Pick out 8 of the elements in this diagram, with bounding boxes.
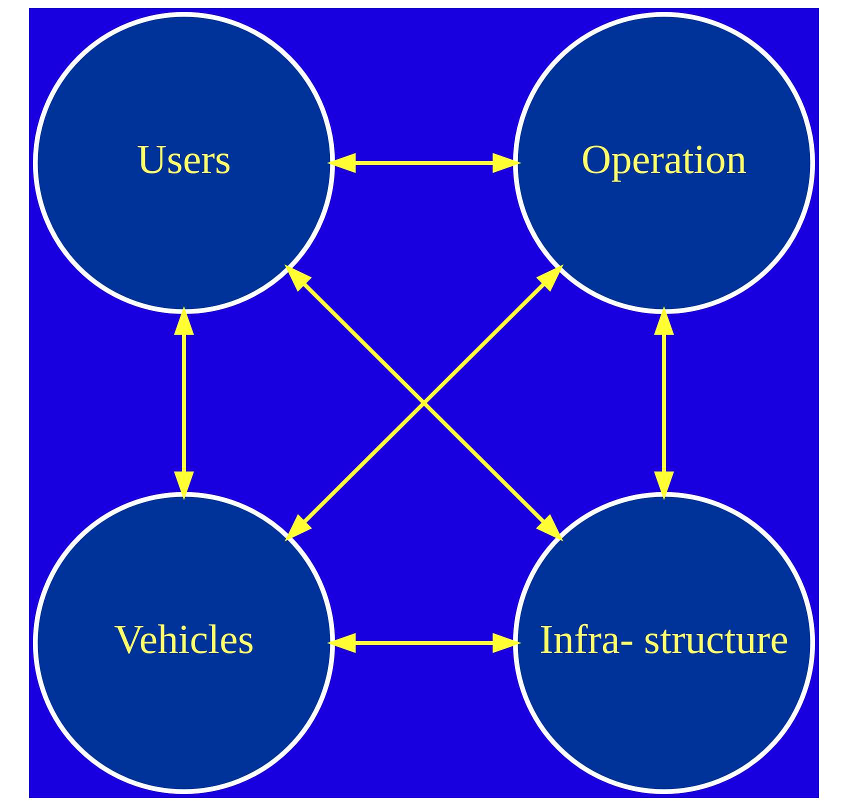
node-circle: Infra- structure (513, 492, 816, 794)
node-circle: Users (32, 12, 335, 314)
arrow (174, 306, 194, 500)
arrow (327, 632, 522, 654)
node-circle: Operation (513, 12, 816, 314)
node-circle: Vehicles (32, 492, 335, 794)
arrow (327, 152, 522, 174)
arrow (654, 306, 674, 500)
